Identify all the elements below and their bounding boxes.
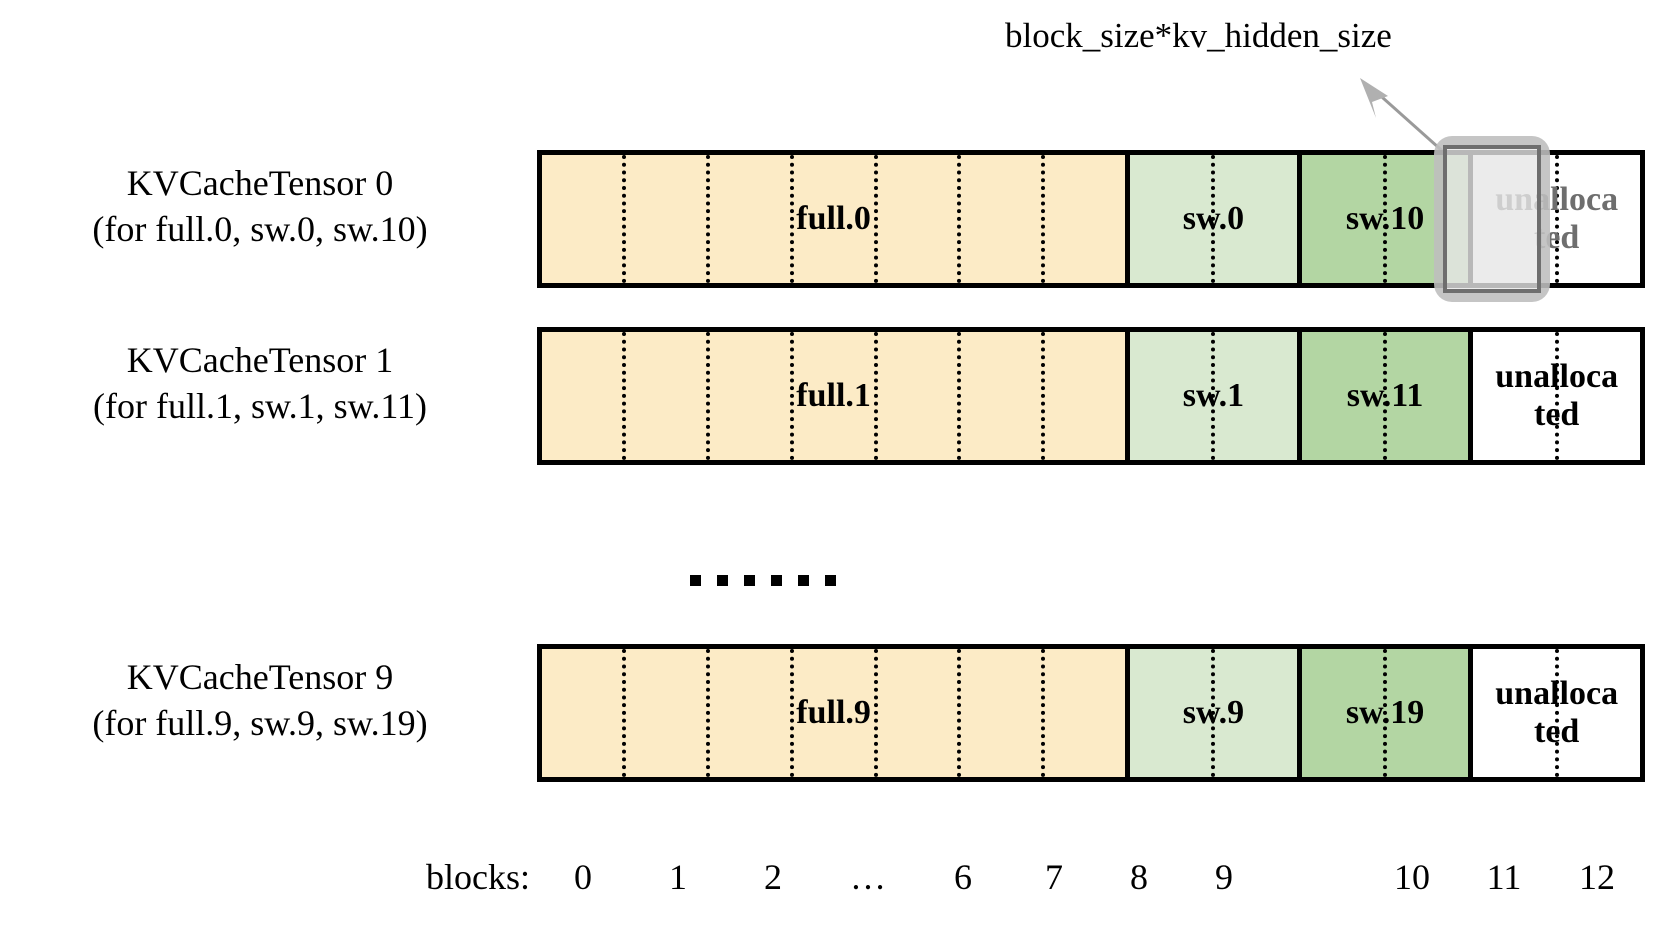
tensor-row-title: KVCacheTensor 1	[126, 340, 394, 380]
vertical-ellipsis-dots	[690, 575, 836, 586]
axis-tick-0: 0	[574, 857, 592, 897]
segment-sw-light[interactable]: sw.0	[1130, 155, 1302, 283]
segment-label: unalloca ted	[1495, 358, 1619, 433]
segment-label: sw.19	[1345, 694, 1425, 731]
tensor-row-title: KVCacheTensor 9	[126, 657, 394, 697]
tensor-row-label: KVCacheTensor 9 (for full.9, sw.9, sw.19)	[0, 654, 520, 746]
segment-unallocated[interactable]: unalloca ted	[1473, 649, 1640, 777]
axis-tick-11: 11	[1486, 857, 1522, 897]
block-cell	[710, 649, 794, 777]
axis-tick-8: 8	[1130, 857, 1148, 897]
tensor-row-subtitle: (for full.9, sw.9, sw.19)	[92, 703, 428, 743]
axis-tick-…: …	[850, 857, 886, 897]
block-cell	[542, 649, 626, 777]
axis-tick-9: 9	[1215, 857, 1233, 897]
segment-label: sw.0	[1182, 200, 1245, 237]
segment-sw-light[interactable]: sw.9	[1130, 649, 1302, 777]
segment-label: sw.1	[1182, 377, 1245, 414]
block-cell	[878, 649, 962, 777]
block-cell	[626, 649, 710, 777]
tensor-row-label: KVCacheTensor 0 (for full.0, sw.0, sw.10)	[0, 160, 520, 252]
segment-full[interactable]: full.9	[542, 649, 1131, 777]
tensor-row-label: KVCacheTensor 1 (for full.1, sw.1, sw.11)	[0, 337, 520, 429]
segment-label: sw.11	[1346, 377, 1424, 414]
segment-label: sw.9	[1182, 694, 1245, 731]
block-cell	[961, 155, 1046, 283]
highlight-callout-box	[1434, 136, 1550, 302]
block-cell	[878, 332, 962, 460]
tensor-row-title: KVCacheTensor 0	[126, 163, 394, 203]
axis-title: blocks:	[426, 857, 530, 897]
block-cell	[626, 155, 710, 283]
segment-full[interactable]: full.0	[542, 155, 1131, 283]
block-cell	[542, 332, 626, 460]
block-cell	[878, 155, 962, 283]
ellipsis-dot	[744, 575, 755, 586]
block-cell	[1045, 332, 1125, 460]
axis-tick-12: 12	[1579, 857, 1615, 897]
kv-cache-tensor-bar: full.9 sw.9 sw.19 unalloca ted	[537, 644, 1645, 782]
segment-label: unalloca ted	[1495, 675, 1619, 750]
annotation-label: block_size*kv_hidden_size	[1005, 16, 1392, 55]
block-cell	[710, 155, 794, 283]
segment-label: full.1	[796, 377, 871, 414]
block-cell	[710, 332, 794, 460]
tensor-row-subtitle: (for full.1, sw.1, sw.11)	[93, 386, 427, 426]
axis-tick-1: 1	[669, 857, 687, 897]
block-cell	[626, 332, 710, 460]
axis-tick-6: 6	[954, 857, 972, 897]
block-cell	[961, 332, 1046, 460]
segment-full[interactable]: full.1	[542, 332, 1131, 460]
kv-cache-tensor-bar: full.1 sw.1 sw.11 unalloca ted	[537, 327, 1645, 465]
block-cell	[1045, 155, 1125, 283]
segment-sw-dark[interactable]: sw.11	[1301, 332, 1474, 460]
segment-sw-light[interactable]: sw.1	[1130, 332, 1302, 460]
ellipsis-dot	[798, 575, 809, 586]
segment-label: sw.10	[1345, 200, 1425, 237]
tensor-row-subtitle: (for full.0, sw.0, sw.10)	[92, 209, 428, 249]
ellipsis-dot	[771, 575, 782, 586]
ellipsis-dot	[717, 575, 728, 586]
segment-sw-dark[interactable]: sw.19	[1301, 649, 1474, 777]
block-cell	[1045, 649, 1125, 777]
segment-label: full.9	[796, 694, 871, 731]
axis-tick-2: 2	[764, 857, 782, 897]
block-cell	[961, 649, 1046, 777]
axis-tick-7: 7	[1045, 857, 1063, 897]
segment-unallocated[interactable]: unalloca ted	[1473, 332, 1640, 460]
block-cell	[542, 155, 626, 283]
axis-tick-10: 10	[1394, 857, 1430, 897]
segment-label: full.0	[796, 200, 871, 237]
ellipsis-dot	[825, 575, 836, 586]
ellipsis-dot	[690, 575, 701, 586]
